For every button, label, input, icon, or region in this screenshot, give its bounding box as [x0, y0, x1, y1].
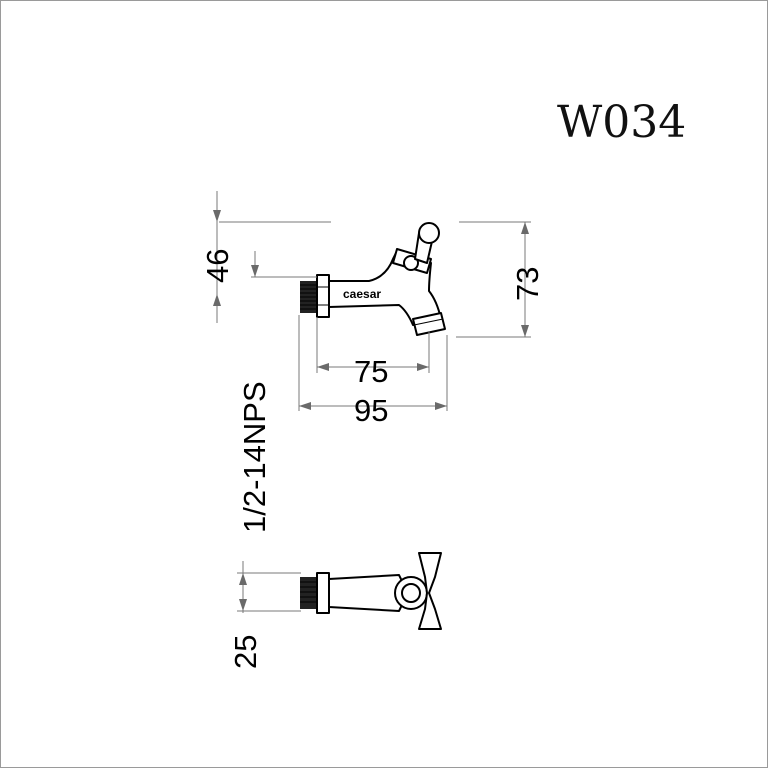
top-body — [328, 574, 405, 612]
threaded-inlet — [300, 281, 317, 313]
dim-label-95: 95 — [354, 393, 388, 428]
dim-label-73: 73 — [510, 267, 545, 301]
dim-label-46: 46 — [200, 249, 235, 283]
spout-tip — [412, 312, 446, 336]
thread-spec-label: 1/2-14NPS — [237, 381, 272, 533]
dimension-25: 25 — [228, 561, 301, 669]
dimension-46: 46 — [200, 191, 331, 323]
dimension-75: 75 — [316, 317, 430, 389]
top-cross-handle — [418, 552, 442, 630]
faucet-side-view: caesar — [300, 222, 446, 336]
top-hex-nut — [316, 572, 330, 614]
model-code: W034 — [557, 97, 686, 148]
dim-label-25: 25 — [228, 635, 263, 669]
hex-nut — [316, 274, 330, 318]
faucet-top-view — [300, 552, 442, 630]
handle-knob — [418, 222, 440, 244]
dimension-73: 73 — [456, 221, 545, 338]
dim-label-75: 75 — [354, 354, 388, 389]
dimension-95: 95 — [298, 315, 448, 428]
caesar-logo: caesar — [343, 287, 381, 301]
top-threaded-inlet — [300, 577, 317, 609]
